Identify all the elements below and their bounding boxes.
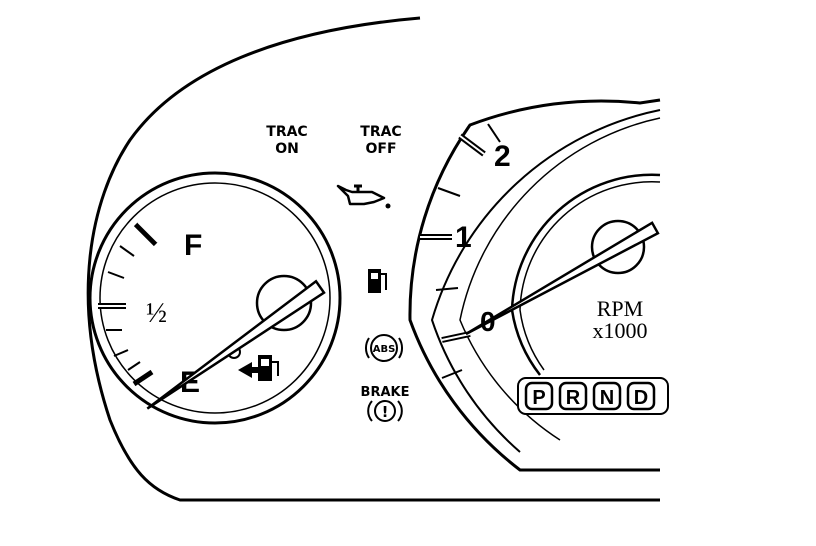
trac-off-label-line2: OFF [365,141,396,157]
gear-p: P [524,381,554,411]
brake-label: BRAKE [361,385,410,400]
tach-unit-scale: x1000 [593,318,648,343]
fuel-door-side-icon [238,355,279,381]
brake-symbol: ! [382,403,389,421]
gear-label: P [532,387,545,409]
tach-ring-3 [459,117,661,441]
tach-ring-4 [510,173,661,376]
fuel-needle [146,279,326,410]
gear-n: N [592,381,622,411]
fuel-tick-full [133,221,159,247]
gear-label: R [566,387,581,409]
tach-label-2: 2 [494,140,511,173]
abs-label: ABS [373,344,396,355]
oil-pressure-icon [336,184,391,209]
trac-on-label-line1: TRAC [266,124,307,140]
low-fuel-icon [368,269,387,293]
fuel-tick-full-inner [137,221,159,243]
tach-ring-2 [430,109,661,453]
fuel-label-full: F [184,229,202,262]
gear-label: N [600,387,614,409]
brake-warning-icon: ! [367,400,403,422]
fuel-tick-minor [107,271,125,279]
tach-outer-bezel [408,98,661,472]
gear-selector: P R N D [517,377,669,415]
tach-tick-minor [435,287,459,291]
tach-unit-rpm: RPM [597,296,643,321]
indicator-panel: TRAC ON TRAC OFF ABS BRAKE [266,124,410,422]
cluster-bezel [86,16,660,502]
fuel-tick-minor [127,361,141,371]
fuel-tick-minor [113,349,129,357]
tachometer: 0 1 2 RPM x1000 [408,98,661,472]
gear-r: R [558,381,588,411]
tach-tick-minor [487,123,501,143]
tach-tick-minor [441,369,463,379]
tach-tick-minor [437,187,461,197]
tach-label-1: 1 [455,221,472,254]
abs-warning-icon: ABS [364,334,404,362]
tach-needle [465,221,660,336]
fuel-gauge-inner-ring [99,182,331,414]
gear-label: D [634,387,648,409]
gear-d: D [626,381,656,411]
fuel-tick-minor [119,245,135,257]
fuel-tick-empty [132,369,154,387]
tach-ring-5 [519,181,661,371]
tach-tick-major-inner [459,135,485,155]
trac-off-label-line1: TRAC [360,124,401,140]
tach-tick-major-inner [441,333,471,341]
fuel-gauge: F ½ E [88,171,342,425]
trac-on-label-line2: ON [275,141,299,157]
fuel-label-half: ½ [146,298,167,329]
